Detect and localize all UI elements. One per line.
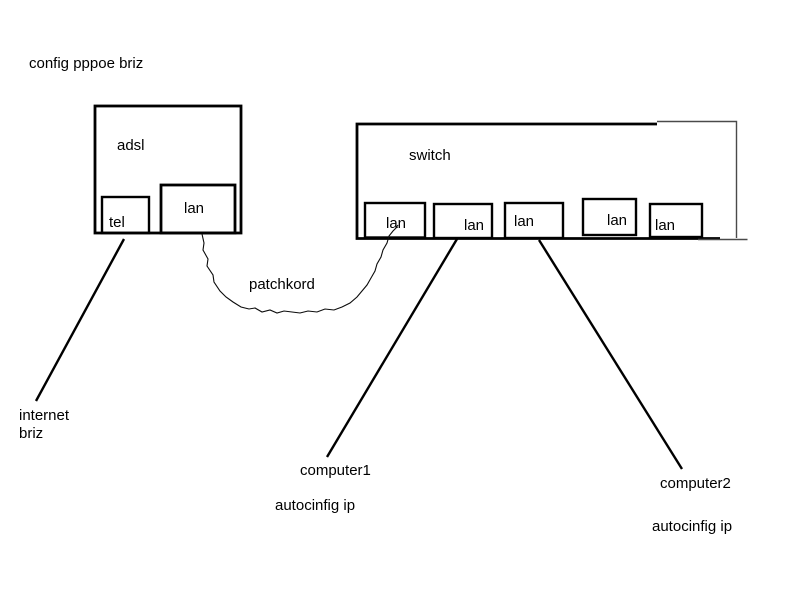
- patchkord-label: patchkord: [249, 276, 315, 293]
- computer2-line: [537, 239, 684, 470]
- config-note-text: config pppoe briz: [29, 55, 143, 72]
- computer1-line: [325, 238, 459, 458]
- patchkord-cable: [201, 224, 399, 314]
- adsl-lan-port-label: lan: [184, 200, 204, 217]
- computer1-note: autocinfig ip: [275, 497, 355, 514]
- internet-label: internet: [19, 407, 70, 424]
- lan-port-2-label: lan: [464, 217, 484, 234]
- tel-port-label: tel: [109, 214, 125, 231]
- lan-port-1-label: lan: [386, 215, 406, 232]
- computer2-label: computer2: [660, 475, 731, 492]
- lan-port-4-label: lan: [607, 212, 627, 229]
- lan-port-5-label: lan: [655, 217, 675, 234]
- switch-extension-outline: [657, 120, 738, 238]
- computer1-label: computer1: [300, 462, 371, 479]
- switch-label: switch: [409, 147, 451, 164]
- briz-label: briz: [19, 425, 43, 442]
- lan-port-2-box: [432, 202, 494, 240]
- computer2-note: autocinfig ip: [652, 518, 732, 535]
- internet-line: [34, 238, 126, 402]
- tel-port-box: [100, 195, 151, 235]
- lan-port-3-box: [503, 201, 565, 240]
- lan-port-1-box: [363, 201, 427, 239]
- lan-port-3-label: lan: [514, 213, 534, 230]
- lan-port-4-box: [581, 197, 638, 237]
- lan-port-5-box: [648, 202, 704, 239]
- adsl-lan-port-box: [159, 183, 237, 235]
- adsl-label: adsl: [117, 137, 145, 154]
